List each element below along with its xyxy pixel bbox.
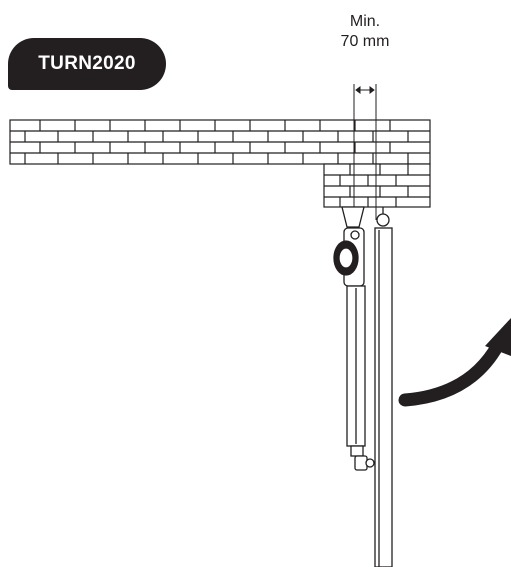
dimension-marker [353, 84, 377, 220]
gate-leaf [374, 207, 393, 567]
dimension-label: Min. 70 mm [320, 12, 410, 52]
dimension-label-value: 70 mm [340, 33, 390, 50]
curved-arrow-icon [398, 318, 511, 407]
product-badge: TURN2020 [8, 38, 166, 90]
product-name: TURN2020 [38, 53, 136, 74]
dimension-label-min: Min. [349, 13, 381, 30]
brick-wall [9, 119, 431, 208]
gate-operator [333, 206, 375, 471]
